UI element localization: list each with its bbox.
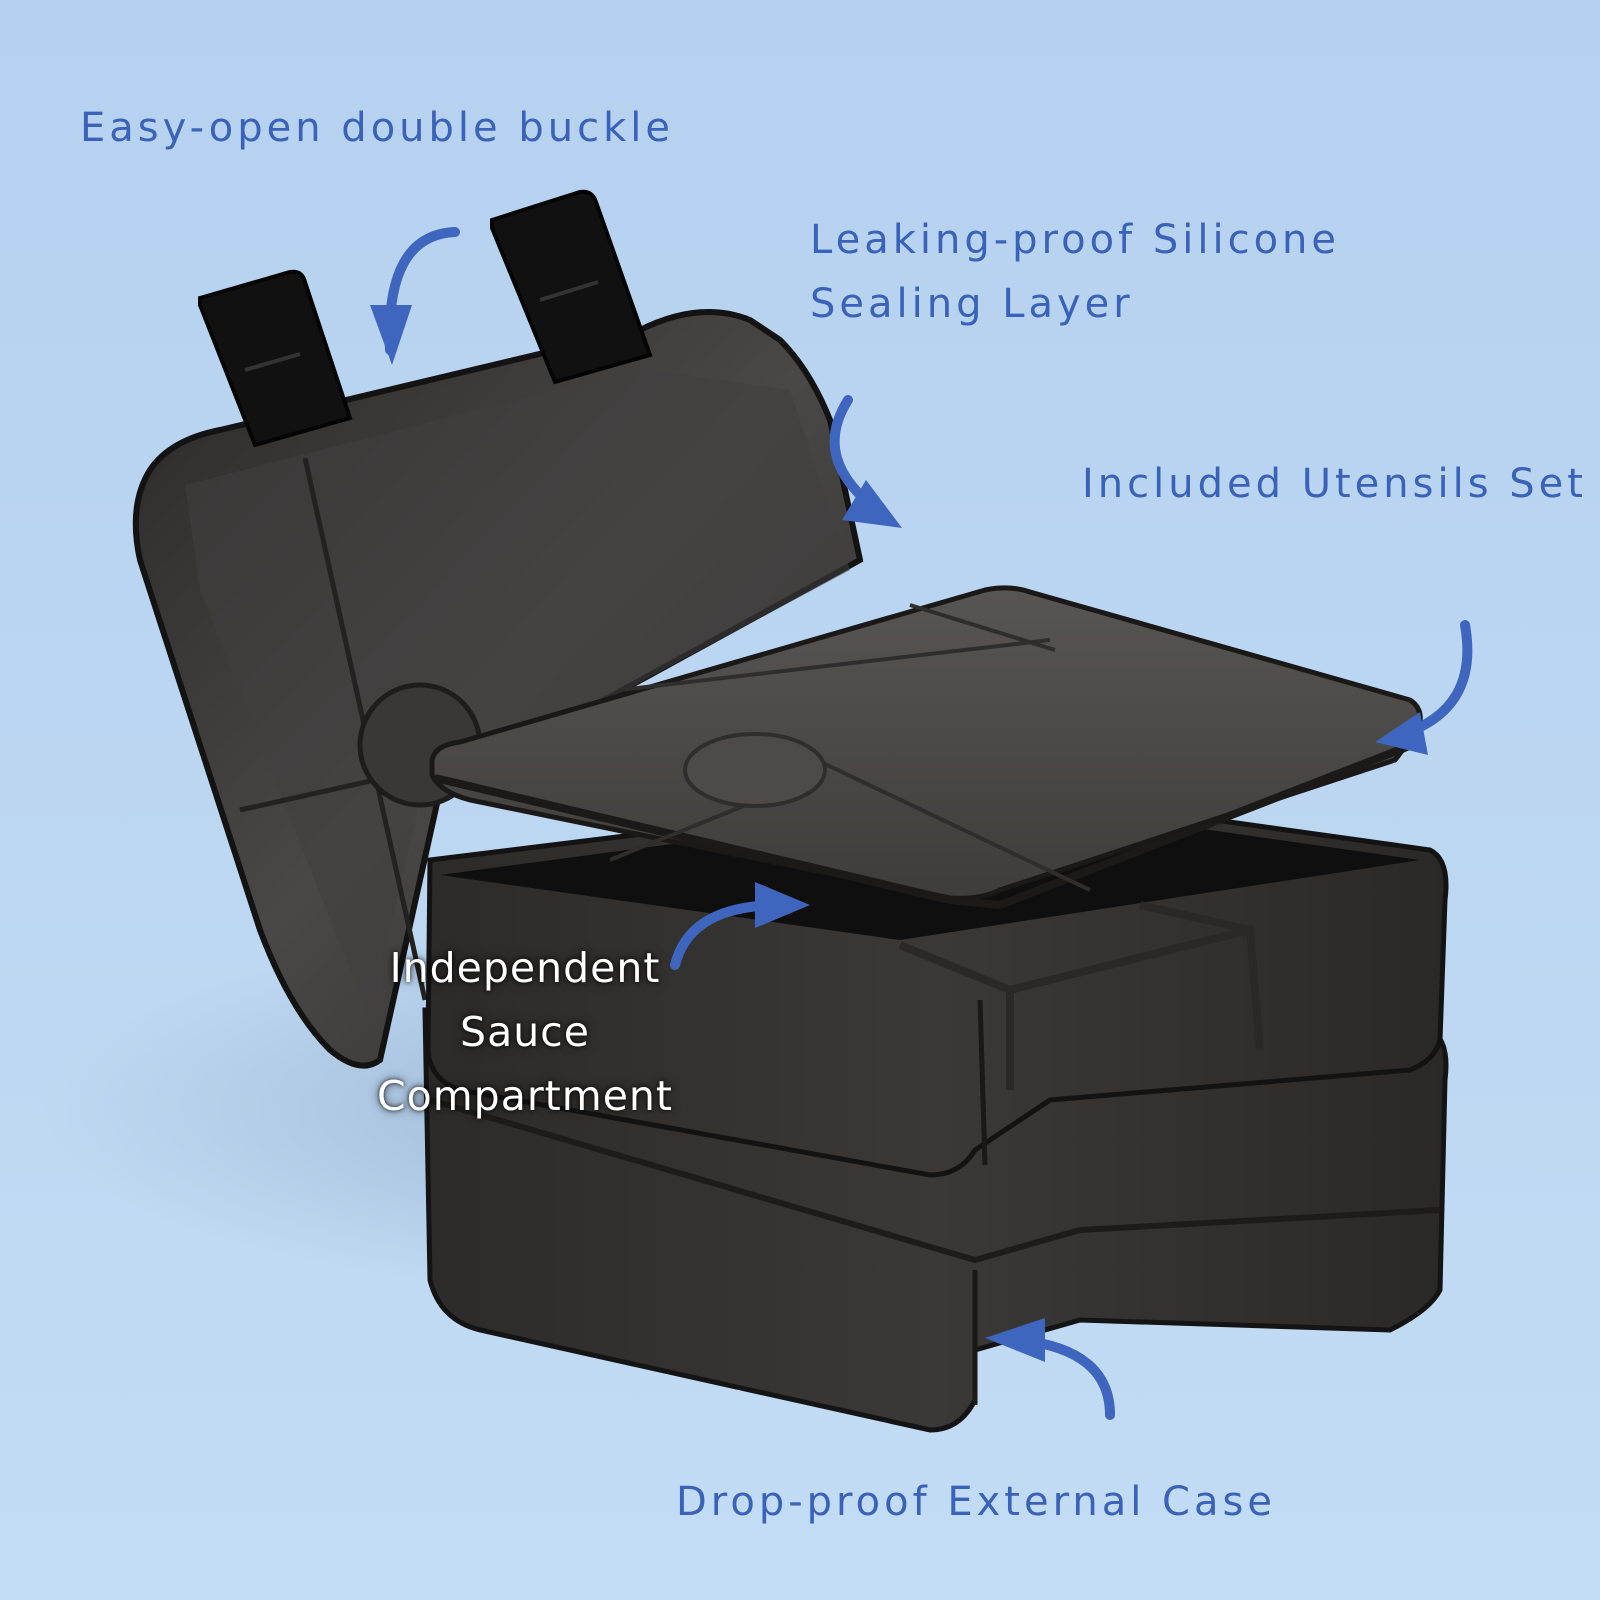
callout-seal: Leaking-proof Silicone Sealing Layer: [810, 208, 1340, 336]
buckle-right: [490, 189, 653, 385]
callout-utensils: Included Utensils Set: [1082, 461, 1587, 507]
arrow-sauce: [670, 882, 810, 970]
callout-sauce-line-1: Independent: [389, 944, 661, 992]
arrow-seal: [829, 395, 902, 528]
arrow-utensils: [1375, 620, 1473, 755]
callout-sauce-line-3: Compartment: [377, 1072, 673, 1120]
callout-seal-line-2: Sealing Layer: [810, 281, 1134, 327]
callout-sauce-line-2: Sauce: [460, 1008, 590, 1056]
callout-buckle: Easy-open double buckle: [80, 105, 674, 151]
callout-case: Drop-proof External Case: [676, 1479, 1276, 1525]
buckle-left: [198, 269, 353, 448]
callout-seal-line-1: Leaking-proof Silicone: [810, 217, 1341, 263]
arrow-case: [985, 1318, 1115, 1420]
callout-sauce: Independent Sauce Compartment: [360, 936, 690, 1128]
arrow-buckle: [370, 227, 460, 365]
